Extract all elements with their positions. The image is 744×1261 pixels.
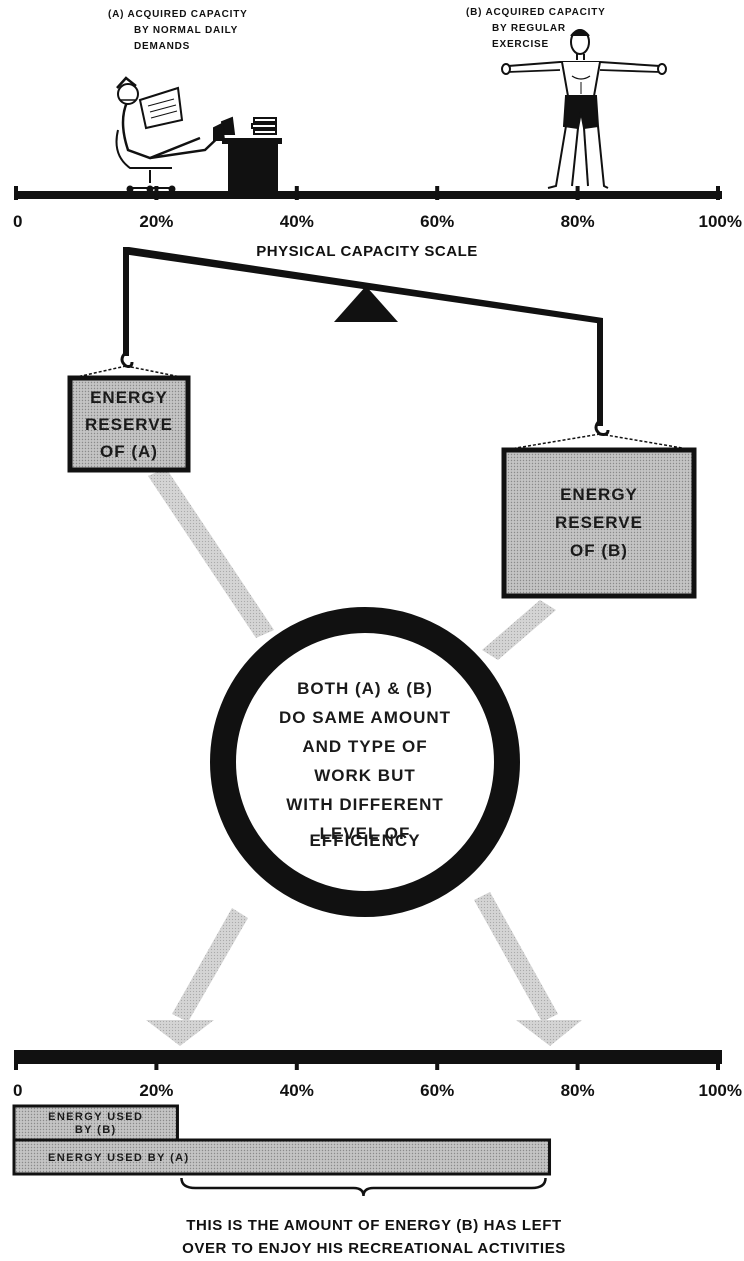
label-b-line-3: EXERCISE bbox=[492, 39, 549, 50]
energy-used-b-bar bbox=[12, 1104, 179, 1142]
scale-tick-label: 60% bbox=[420, 1081, 454, 1100]
scale-tick-mark bbox=[716, 1062, 720, 1070]
energy-used-b-label-1: ENERGY USED bbox=[48, 1111, 143, 1123]
circle-line-2: DO SAME AMOUNT bbox=[279, 708, 451, 727]
label-a-line-1: (A) ACQUIRED CAPACITY bbox=[108, 9, 248, 20]
scale-tick-mark bbox=[294, 1062, 299, 1070]
circle-line-6: LEVEL OF bbox=[320, 824, 411, 843]
arrow-circle-to-b-used bbox=[474, 892, 558, 1022]
circle-line-3: AND TYPE OF bbox=[302, 737, 427, 756]
bottom-scale-ticks: 0 20% 40% 60% 80% 100% bbox=[13, 1062, 742, 1100]
flow-arrows bbox=[146, 468, 582, 1046]
reserve-b-line-1: ENERGY bbox=[560, 485, 638, 504]
reserve-b-line-3: OF (B) bbox=[570, 541, 628, 560]
label-a-line-3: DEMANDS bbox=[134, 41, 190, 52]
scale-tick-mark bbox=[575, 186, 580, 200]
label-a-line-2: BY NORMAL DAILY bbox=[134, 25, 238, 36]
scale-tick-label: 80% bbox=[561, 212, 595, 231]
reserve-a-line-2: RESERVE bbox=[85, 415, 173, 434]
top-scale-ticks: 0 20% 40% 60% 80% 100% bbox=[13, 186, 742, 231]
scale-tick-label: 0 bbox=[13, 1081, 22, 1100]
leftover-energy-brace bbox=[180, 1177, 547, 1197]
arrow-head-a bbox=[146, 1020, 214, 1046]
desk-icon bbox=[228, 140, 278, 192]
scale-tick-mark bbox=[154, 1062, 159, 1070]
scale-title: PHYSICAL CAPACITY SCALE bbox=[256, 243, 478, 260]
scale-tick-label: 0 bbox=[13, 212, 22, 231]
scale-tick-mark bbox=[716, 186, 720, 200]
bottom-capacity-scale-bar bbox=[14, 1050, 722, 1064]
reserve-a-line-1: ENERGY bbox=[90, 388, 168, 407]
label-b-line-1: (B) ACQUIRED CAPACITY bbox=[466, 7, 606, 18]
scale-tick-label: 40% bbox=[280, 212, 314, 231]
circle-line-7: EFFICIENCY bbox=[309, 831, 420, 850]
energy-reserve-a-box: ENERGY RESERVE OF (A) bbox=[67, 375, 191, 473]
scale-tick-label: 40% bbox=[280, 1081, 314, 1100]
reserve-a-line-3: OF (A) bbox=[100, 442, 158, 461]
reserve-b-line-2: RESERVE bbox=[555, 513, 643, 532]
balance-beam bbox=[71, 247, 695, 451]
arrow-head-b bbox=[516, 1020, 582, 1046]
scale-tick-mark bbox=[154, 186, 159, 200]
scale-tick-label: 60% bbox=[420, 212, 454, 231]
arrow-b-to-circle bbox=[482, 600, 556, 660]
caption-line-2: OVER TO ENJOY HIS RECREATIONAL ACTIVITIE… bbox=[182, 1240, 566, 1257]
scale-tick-mark bbox=[14, 1062, 18, 1070]
efficiency-circle: BOTH (A) & (B) DO SAME AMOUNT AND TYPE O… bbox=[210, 607, 520, 917]
circle-line-5: WITH DIFFERENT bbox=[286, 795, 444, 814]
scale-tick-label: 80% bbox=[561, 1081, 595, 1100]
energy-used-bars: ENERGY USED BY (B) ENERGY USED BY (A) bbox=[12, 1104, 552, 1176]
energy-used-a-bar bbox=[12, 1138, 552, 1176]
scale-tick-label: 100% bbox=[699, 212, 742, 231]
label-b-line-2: BY REGULAR bbox=[492, 23, 566, 34]
energy-reserve-b-box: ENERGY RESERVE OF (B) bbox=[501, 447, 697, 599]
circle-line-4: WORK BUT bbox=[314, 766, 415, 785]
scale-tick-label: 20% bbox=[139, 1081, 173, 1100]
sedentary-man-illustration bbox=[115, 76, 282, 193]
energy-used-b-label-2: BY (B) bbox=[75, 1124, 117, 1136]
scale-tick-mark bbox=[435, 1062, 440, 1070]
scale-tick-mark bbox=[294, 186, 299, 200]
scale-tick-mark bbox=[575, 1062, 580, 1070]
scale-tick-label: 20% bbox=[139, 212, 173, 231]
scale-tick-mark bbox=[14, 186, 18, 200]
top-capacity-scale-bar bbox=[14, 191, 722, 199]
energy-used-a-label: ENERGY USED BY (A) bbox=[48, 1152, 190, 1164]
athletic-man-illustration bbox=[501, 29, 667, 189]
scale-tick-label: 100% bbox=[699, 1081, 742, 1100]
arrow-circle-to-a-used bbox=[172, 908, 248, 1022]
circle-line-1: BOTH (A) & (B) bbox=[297, 679, 433, 698]
scale-tick-mark bbox=[435, 186, 440, 200]
caption-line-1: THIS IS THE AMOUNT OF ENERGY (B) HAS LEF… bbox=[186, 1217, 561, 1234]
fulcrum-icon bbox=[334, 286, 398, 322]
arrow-a-to-circle bbox=[148, 468, 274, 638]
